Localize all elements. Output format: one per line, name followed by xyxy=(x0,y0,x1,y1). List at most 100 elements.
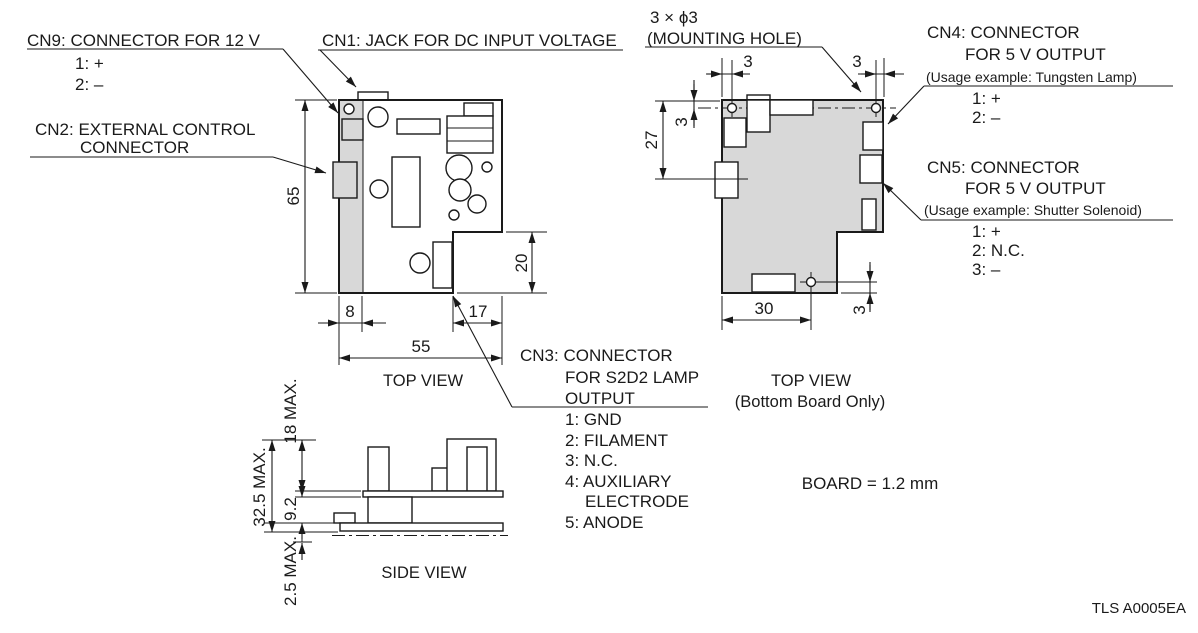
component xyxy=(333,512,356,524)
cn9-title: CN9: CONNECTOR FOR 12 V xyxy=(27,31,261,50)
dim-9-2: 9.2 xyxy=(281,481,306,539)
leader-line xyxy=(882,182,922,221)
bottom-board-subcaption: (Bottom Board Only) xyxy=(735,393,885,411)
cn4-title-line1: CN4: CONNECTOR xyxy=(927,23,1080,42)
component xyxy=(466,446,488,492)
dim-2-5-max: 2.5 MAX. xyxy=(281,532,306,606)
top-board-view: 65 8 17 55 20 TOP VIEW xyxy=(284,91,547,390)
dim-label: 30 xyxy=(755,299,774,318)
cn3-pin: 5: ANODE xyxy=(565,513,643,532)
mounting-hole-icon xyxy=(870,102,882,114)
cn4-connector xyxy=(862,121,884,151)
dim-20: 20 xyxy=(457,231,547,294)
leader-line xyxy=(319,49,357,88)
cn5-pin: 2: N.C. xyxy=(972,241,1025,260)
mounting-hole-line2: (MOUNTING HOLE) xyxy=(647,29,802,48)
external-control-connector xyxy=(714,161,739,199)
mounting-hole-icon xyxy=(726,102,738,114)
dim-30: 30 xyxy=(721,296,811,330)
leader-line xyxy=(452,295,513,408)
cn3-title-line3: OUTPUT xyxy=(565,389,635,408)
dim-label: 3 xyxy=(743,52,752,71)
cn9-connector xyxy=(341,118,364,141)
dim-3-hole-left: 3 xyxy=(706,52,753,97)
cn2-title-line1: CN2: EXTERNAL CONTROL xyxy=(35,120,255,139)
side-view-caption: SIDE VIEW xyxy=(381,564,467,582)
component xyxy=(391,156,421,228)
cn2-connector xyxy=(332,161,358,199)
board-to-board-connector xyxy=(367,496,413,524)
dim-3-hole-bottom: 3 xyxy=(841,262,877,315)
cn3-pin: 1: GND xyxy=(565,410,622,429)
cn9-pin: 1: + xyxy=(75,54,104,73)
cn9-pin: 2: – xyxy=(75,75,104,94)
dim-65: 65 xyxy=(284,99,337,294)
cn5-pin: 3: – xyxy=(972,260,1001,279)
dim-label: 8 xyxy=(345,302,354,321)
callout-cn5: CN5: CONNECTOR FOR 5 V OUTPUT (Usage exa… xyxy=(882,158,1173,279)
cn1-title: CN1: JACK FOR DC INPUT VOLTAGE xyxy=(322,31,617,50)
dim-label: 20 xyxy=(512,254,531,273)
component xyxy=(751,273,796,293)
component xyxy=(448,178,472,202)
dim-label: 32.5 MAX. xyxy=(250,447,269,526)
cn3-pin: 3: N.C. xyxy=(565,451,618,470)
dim-label: 3 xyxy=(850,305,869,314)
bottom-board-view: 3 3 3 27 30 xyxy=(642,52,904,411)
dim-label: 3 xyxy=(852,52,861,71)
cn4-pin: 2: – xyxy=(972,108,1001,127)
dim-label: 9.2 xyxy=(281,497,300,521)
component xyxy=(463,102,494,117)
cn4-pin: 1: + xyxy=(972,89,1001,108)
drawing-code: TLS A0005EA xyxy=(1092,600,1186,617)
component xyxy=(448,209,460,221)
callout-cn4: CN4: CONNECTOR FOR 5 V OUTPUT (Usage exa… xyxy=(887,23,1173,127)
component xyxy=(861,198,877,231)
bottom-board-side xyxy=(339,522,504,532)
top-view-caption: TOP VIEW xyxy=(383,372,464,390)
leader-line xyxy=(282,48,339,114)
component xyxy=(769,99,814,116)
cn5-connector xyxy=(859,154,883,184)
callout-mounting-hole: 3 × ϕ3 (MOUNTING HOLE) xyxy=(645,8,862,93)
dim-label: 3 xyxy=(672,117,691,126)
bottom-board-caption: TOP VIEW xyxy=(771,372,852,390)
dim-3-hole-top: 3 xyxy=(672,80,698,128)
callout-cn1: CN1: JACK FOR DC INPUT VOLTAGE xyxy=(318,31,623,88)
cn5-pin: 1: + xyxy=(972,222,1001,241)
dim-label: 17 xyxy=(469,302,488,321)
cn2-title-line2: CONNECTOR xyxy=(80,138,189,157)
top-board-outline-stroke xyxy=(338,99,503,294)
dim-27: 27 xyxy=(642,100,748,180)
component xyxy=(367,106,389,128)
dim-32-5-max: 32.5 MAX. xyxy=(250,440,276,532)
mounting-hole-icon xyxy=(805,276,817,288)
cn3-pin: 4: AUXILIARY xyxy=(565,472,671,491)
component xyxy=(467,194,487,214)
top-board-components xyxy=(367,102,494,274)
cn3-pin-continuation: ELECTRODE xyxy=(585,492,689,511)
top-board-side xyxy=(362,490,504,498)
cn3-connector xyxy=(432,241,453,289)
component xyxy=(481,161,493,173)
bottom-board-outline xyxy=(721,99,884,294)
dim-label: 2.5 MAX. xyxy=(281,536,300,606)
dim-55: 55 xyxy=(339,337,502,362)
dim-17: 17 xyxy=(452,296,503,365)
component xyxy=(446,115,494,154)
dim-label: 18 MAX. xyxy=(281,378,300,443)
component xyxy=(409,252,431,274)
cn3-title-line2: FOR S2D2 LAMP xyxy=(565,368,699,387)
callout-cn3: CN3: CONNECTOR FOR S2D2 LAMP OUTPUT 1: G… xyxy=(452,295,708,532)
mounting-hole-line1: 3 × ϕ3 xyxy=(650,8,698,27)
dim-18-max: 18 MAX. xyxy=(281,378,306,491)
component xyxy=(746,99,771,133)
leader-line xyxy=(821,46,862,93)
side-view: 18 MAX. 32.5 MAX. 9.2 2.5 MAX. SIDE VIEW xyxy=(250,378,508,606)
cn4-title-line2: FOR 5 V OUTPUT xyxy=(965,45,1106,64)
component xyxy=(396,118,441,135)
dim-label: 65 xyxy=(284,187,303,206)
mounting-hole-icon xyxy=(343,103,355,115)
dim-3-hole-right: 3 xyxy=(852,52,904,97)
